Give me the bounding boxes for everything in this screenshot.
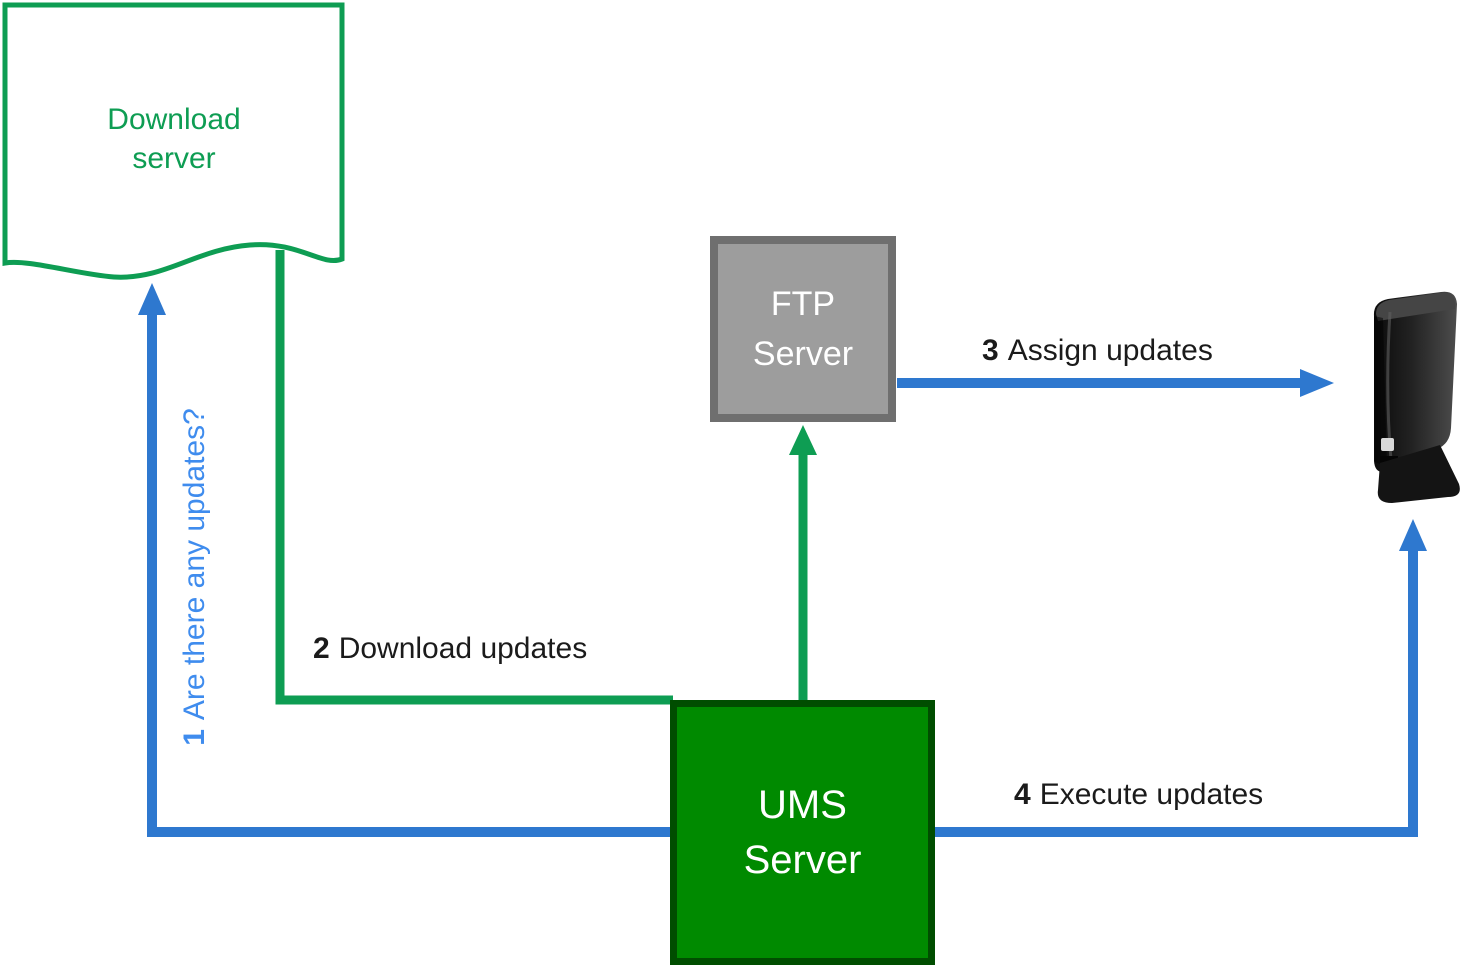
ums-server-label-line1: UMS [758,782,847,827]
step-3-text: Assign updates [1007,334,1213,367]
ums-server-label-line2: Server [743,837,862,882]
download-server-label: Download server [5,100,343,178]
step-3-number: 3 [982,334,999,367]
step4-arrowhead [1399,519,1427,551]
ums-to-ftp-arrowhead [789,425,817,455]
ums-server-node: UMS Server [670,700,935,965]
ftp-server-label-line1: FTP [770,285,836,323]
download-server-shape [2,2,345,280]
step2-connector [275,250,673,705]
step-4-text: Execute updates [1039,778,1264,811]
download-server-label-line2: server [132,142,216,175]
step-2-text: Download updates [338,632,588,665]
download-server-label-line1: Download [107,103,241,136]
step-1-number: 1 [178,729,211,746]
thin-client-device-icon [1373,291,1460,503]
step-1-label: 1 Are there any updates? [178,408,212,746]
step-4-number: 4 [1014,778,1031,811]
step1-arrowhead [138,283,166,315]
step-2-number: 2 [313,632,330,665]
ftp-server-node: FTP Server [710,236,896,422]
ftp-server-label-line2: Server [752,335,854,373]
step-1-text: Are there any updates? [178,408,211,721]
step3-arrowhead [1300,369,1334,397]
